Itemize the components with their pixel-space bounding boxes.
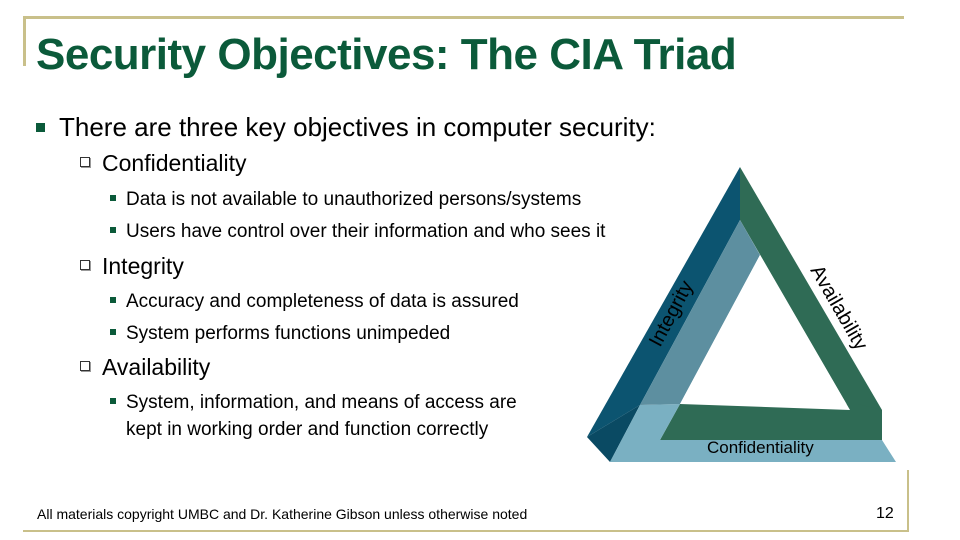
objective-points: System, information, and means of access… [110, 389, 517, 443]
point-text: System, information, and means of access… [126, 392, 517, 413]
copyright-footer: All materials copyright UMBC and Dr. Kat… [37, 506, 528, 522]
box-bullet-icon [80, 360, 90, 371]
inner-triangle [680, 255, 850, 410]
point-item: System, information, and means of access… [110, 389, 517, 416]
page-number: 12 [876, 505, 894, 522]
objective-availability: Availability [80, 354, 210, 381]
point-item: Accuracy and completeness of data is ass… [110, 288, 519, 316]
frame-top-line [23, 16, 904, 19]
intro-text: There are three key objectives in comput… [59, 112, 656, 142]
frame-bottom-line [23, 530, 909, 532]
square-bullet-icon [36, 122, 45, 132]
point-text: Users have control over their informatio… [126, 221, 606, 242]
objective-label: Integrity [102, 253, 184, 279]
square-bullet-icon [110, 226, 116, 233]
square-bullet-icon [110, 194, 116, 201]
intro-bullet: There are three key objectives in comput… [36, 112, 656, 143]
point-item: Data is not available to unauthorized pe… [110, 186, 605, 214]
objective-label: Availability [102, 354, 211, 380]
availability-side [740, 167, 882, 410]
box-bullet-icon [80, 259, 90, 270]
frame-left-line [23, 16, 26, 66]
slide-title: Security Objectives: The CIA Triad [36, 30, 737, 79]
integrity-side [587, 167, 740, 437]
confidentiality-label: Confidentiality [707, 438, 814, 457]
frame-right-line [907, 470, 909, 532]
point-item: kept in working order and function corre… [110, 416, 517, 443]
point-text: Accuracy and completeness of data is ass… [126, 291, 519, 312]
objective-confidentiality: Confidentiality [80, 150, 246, 177]
point-item: System performs functions unimpeded [110, 320, 519, 348]
box-bullet-icon [80, 156, 90, 167]
point-text: System performs functions unimpeded [126, 323, 451, 344]
objective-points: Data is not available to unauthorized pe… [110, 186, 605, 246]
cia-triangle-diagram: Integrity Availability Confidentiality [587, 167, 896, 462]
square-bullet-icon [110, 328, 116, 335]
objective-label: Confidentiality [102, 150, 247, 176]
objective-points: Accuracy and completeness of data is ass… [110, 288, 519, 348]
square-bullet-icon [110, 296, 116, 303]
confidentiality-side [610, 404, 896, 462]
point-text: Data is not available to unauthorized pe… [126, 189, 582, 210]
point-item: Users have control over their informatio… [110, 218, 605, 246]
inner-face [640, 220, 760, 405]
square-bullet-icon [110, 397, 116, 404]
integrity-side-edge [587, 405, 640, 462]
objective-integrity: Integrity [80, 253, 184, 280]
confidentiality-band-top [660, 404, 882, 440]
point-text: kept in working order and function corre… [126, 419, 489, 440]
